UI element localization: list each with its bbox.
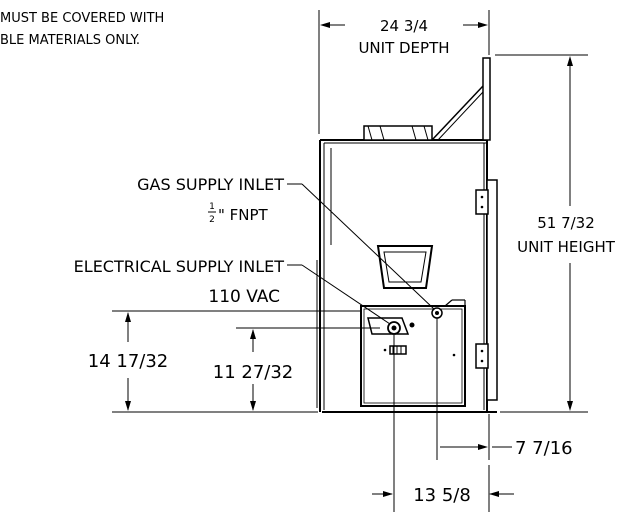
gas-inlet-leader [287, 183, 435, 310]
height-left-outer-value: 14 17/32 [88, 351, 169, 372]
left-height-dimensions [112, 310, 380, 413]
note-line-1: MUST BE COVERED WITH [0, 11, 164, 26]
unit-height-value: 51 7/32 [537, 214, 595, 232]
unit-depth-value: 24 3/4 [380, 17, 428, 35]
electrical-inlet-plate-icon [367, 317, 415, 355]
offset-right-dimension [436, 318, 512, 460]
note-line-2: BLE MATERIALS ONLY. [0, 33, 140, 48]
width-bottom-value: 13 5/8 [413, 485, 471, 506]
unit-depth-dimension [318, 10, 490, 134]
unit-depth-label: UNIT DEPTH [358, 39, 449, 57]
electrical-inlet-title: ELECTRICAL SUPPLY INLET [74, 257, 285, 276]
side-panel [475, 179, 498, 401]
unit-height-dimension [495, 54, 588, 413]
carry-handle [376, 245, 434, 289]
control-box [360, 299, 466, 407]
gas-inlet-spec: " FNPT [218, 206, 269, 224]
electrical-inlet-leader [287, 264, 391, 325]
gas-inlet-fitting-icon [431, 307, 443, 319]
offset-right-value: 7 7/16 [515, 438, 573, 459]
electrical-inlet-spec: 110 VAC [208, 287, 280, 307]
height-left-inner-value: 11 27/32 [213, 362, 294, 383]
gas-inlet-fraction-denominator: 2 [209, 215, 215, 225]
width-bottom-dimension [372, 335, 514, 512]
unit-height-label: UNIT HEIGHT [517, 238, 616, 256]
gas-inlet-fraction-numerator: 1 [209, 202, 215, 212]
rear-bracket [431, 57, 491, 141]
top-vent [363, 125, 433, 141]
gas-inlet-title: GAS SUPPLY INLET [137, 175, 284, 194]
